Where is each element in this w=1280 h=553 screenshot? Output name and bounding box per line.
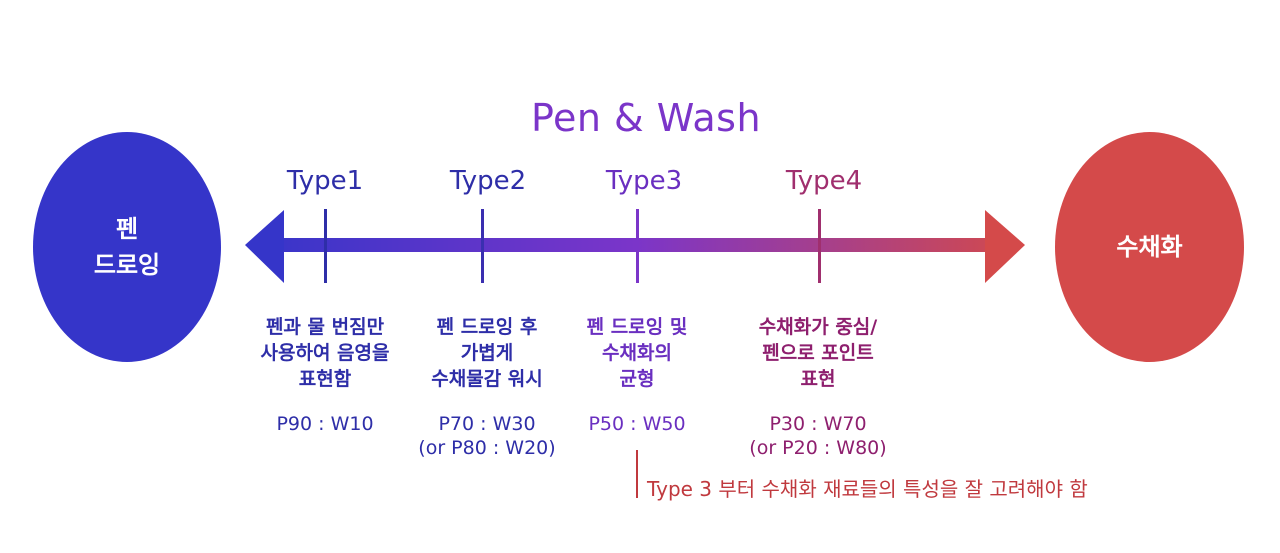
type3-ratio-line: P50 : W50 (588, 413, 686, 435)
type3-desc-line: 펜 드로잉 및 (586, 316, 688, 338)
type1-desc-line: 사용하여 음영을 (260, 342, 390, 364)
type1-ratio-line: P90 : W10 (276, 413, 374, 435)
type2-desc-line: 수채물감 워시 (431, 368, 543, 390)
watercolor-label: 수채화 (1116, 233, 1183, 261)
type1-ratio: P90 : W10 (225, 412, 425, 436)
type1-desc-line: 표현함 (298, 368, 352, 390)
type4-description: 수채화가 중심/ 펜으로 포인트 표현 (718, 314, 918, 392)
type3-description: 펜 드로잉 및 수채화의 균형 (537, 314, 737, 392)
type4-ratio-line: P30 : W70 (769, 413, 867, 435)
watercolor-circle: 수채화 (1055, 132, 1244, 362)
type3-tick (636, 209, 639, 283)
type2-ratio-line: (or P80 : W20) (418, 437, 556, 459)
type2-desc-line: 가볍게 (460, 342, 514, 364)
type1-description: 펜과 물 번짐만 사용하여 음영을 표현함 (225, 314, 425, 392)
type4-tick (818, 209, 821, 283)
type2-description: 펜 드로잉 후 가볍게 수채물감 워시 (387, 314, 587, 392)
type4-desc-line: 펜으로 포인트 (762, 342, 874, 364)
type1-tick (324, 209, 327, 283)
pen-drawing-circle: 펜 드로잉 (33, 132, 221, 362)
diagram-title: Pen & Wash (530, 96, 762, 140)
type4-label: Type4 (785, 166, 863, 196)
type3-ratio: P50 : W50 (537, 412, 737, 436)
type2-desc-line: 펜 드로잉 후 (436, 316, 538, 338)
type2-ratio-line: P70 : W30 (438, 413, 536, 435)
type2-ratio: P70 : W30 (or P80 : W20) (387, 412, 587, 460)
note-marker-line (636, 450, 638, 498)
arrow-shaft (284, 238, 986, 252)
right-arrowhead-icon (985, 210, 1025, 283)
pen-drawing-label-line1: 펜 (115, 215, 139, 243)
type1-label: Type1 (286, 166, 364, 196)
left-arrowhead-icon (245, 210, 284, 283)
type3-note: Type 3 부터 수채화 재료들의 특성을 잘 고려해야 함 (647, 477, 1088, 501)
type3-label: Type3 (605, 166, 683, 196)
type3-desc-line: 수채화의 (602, 342, 672, 364)
type4-desc-line: 수채화가 중심/ (758, 316, 878, 338)
type4-ratio-line: (or P20 : W80) (749, 437, 887, 459)
type4-desc-line: 표현 (800, 368, 836, 390)
pen-drawing-label-line2: 드로잉 (93, 251, 161, 279)
type4-ratio: P30 : W70 (or P20 : W80) (718, 412, 918, 460)
type2-tick (481, 209, 484, 283)
type1-desc-line: 펜과 물 번짐만 (265, 316, 385, 338)
type2-label: Type2 (449, 166, 527, 196)
type3-desc-line: 균형 (619, 368, 655, 390)
